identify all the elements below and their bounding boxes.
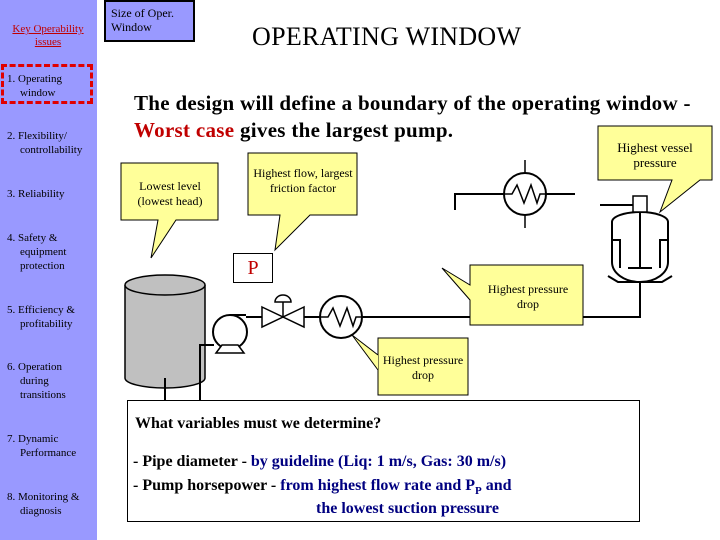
subtitle: The design will define a boundary of the… — [134, 91, 691, 142]
reactor-vessel-icon — [607, 195, 673, 283]
callout-highest-vessel — [597, 125, 713, 214]
sidebar-item-operation-transitions[interactable]: 6. Operation during transitions — [7, 361, 66, 401]
callout-pressure-drop-2-text: Highest pressure drop — [382, 353, 464, 382]
sidebar-item-flexibility[interactable]: 2. Flexibility/ controllability — [7, 130, 83, 156]
control-valve-icon — [261, 294, 305, 329]
active-item-highlight — [1, 64, 93, 104]
callout-highest-flow — [247, 152, 358, 252]
sidebar-item-efficiency[interactable]: 5. Efficiency & profitability — [7, 304, 75, 330]
sidebar-item-reliability[interactable]: 3. Reliability — [7, 188, 65, 200]
callout-pressure-drop-2 — [351, 334, 469, 396]
heat-exchanger-icon — [319, 295, 363, 339]
answer-line-2: - Pump horsepower - from highest flow ra… — [133, 477, 512, 498]
answer-line-1: - Pipe diameter - by guideline (Liq: 1 m… — [133, 453, 507, 470]
callout-highest-flow-text: Highest flow, largest friction factor — [253, 166, 353, 195]
heat-exchanger-icon — [503, 160, 547, 228]
pump-icon — [212, 314, 248, 354]
answer-line-3: the lowest suction pressure — [316, 500, 499, 517]
operability-sidebar: Key Operability issues 1. Operating wind… — [0, 0, 97, 540]
callout-pressure-drop-1-text: Highest pressure drop — [487, 282, 569, 311]
pressure-label: P — [233, 253, 273, 283]
sidebar-item-operating-window[interactable]: 1. Operating window — [7, 73, 62, 99]
callout-lowest-level-text: Lowest level (lowest head) — [137, 179, 203, 208]
question-text: What variables must we determine? — [135, 415, 382, 432]
callout-pressure-drop-1 — [441, 264, 584, 326]
sidebar-item-dynamic-performance[interactable]: 7. Dynamic Performance — [7, 433, 77, 459]
sidebar-item-safety[interactable]: 4. Safety & equipment protection — [7, 232, 67, 272]
callout-highest-vessel-text: Highest vessel pressure — [617, 140, 693, 170]
section-tab: Size of Oper. Window — [104, 0, 195, 42]
key-issues-title: Key Operability issues — [12, 23, 84, 48]
callout-lowest-level — [120, 162, 219, 259]
page-title: OPERATING WINDOW — [252, 22, 522, 51]
sidebar-item-monitoring[interactable]: 8. Monitoring & diagnosis — [7, 491, 80, 517]
feed-tank-icon — [124, 274, 206, 389]
questions-box: What variables must we determine? - Pipe… — [127, 400, 640, 522]
